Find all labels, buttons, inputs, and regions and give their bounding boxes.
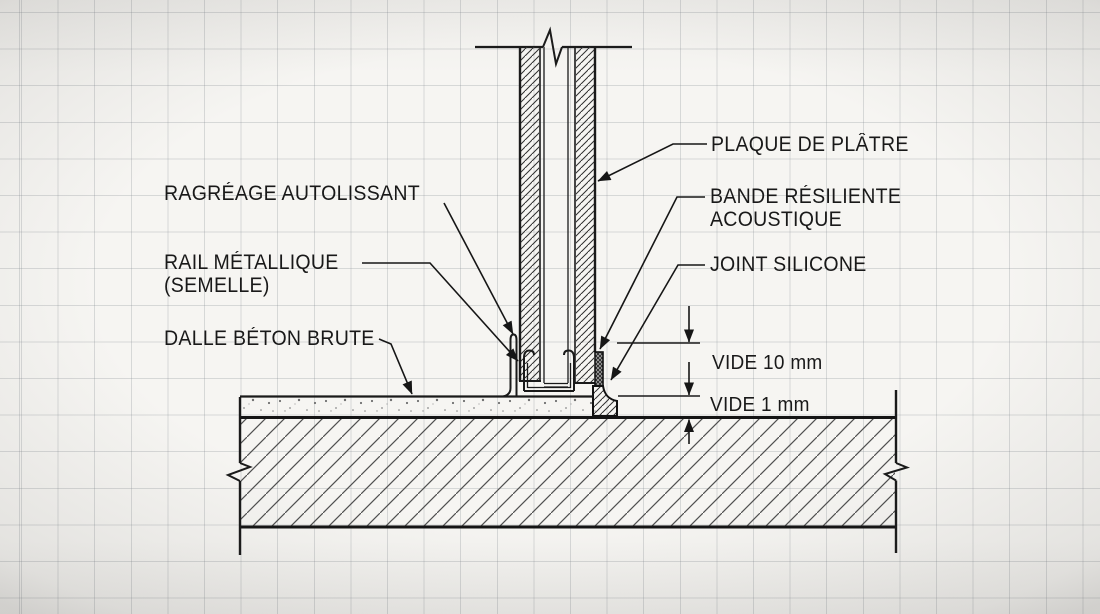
label-bande-resiliente-line2: ACOUSTIQUE	[710, 208, 842, 231]
label-ragreage-autolissant: RAGRÉAGE AUTOLISSANT	[164, 182, 420, 205]
slab-break-right	[882, 462, 911, 482]
label-rail-metallique: RAIL MÉTALLIQUE (SEMELLE)	[164, 251, 339, 297]
plasterboard-right	[574, 47, 597, 384]
screed-edge-lip	[502, 333, 518, 398]
leader-bande-resiliente	[599, 196, 705, 350]
metal-stud	[543, 47, 569, 388]
label-joint-silicone: JOINT SILICONE	[710, 253, 867, 276]
label-plaque-de-platre: PLAQUE DE PLÂTRE	[711, 133, 909, 156]
plasterboard-left	[518, 47, 541, 382]
concrete-slab	[225, 390, 911, 555]
label-rail-metallique-line2: (SEMELLE)	[164, 274, 270, 297]
resilient-strip	[594, 351, 604, 387]
leader-joint-silicone	[610, 264, 705, 381]
leader-dalle-beton	[378, 338, 413, 395]
label-bande-resiliente-line1: BANDE RÉSILIENTE	[710, 185, 902, 208]
label-dalle-beton-brute: DALLE BÉTON BRUTE	[164, 327, 375, 350]
label-rail-metallique-line1: RAIL MÉTALLIQUE	[164, 251, 339, 274]
wall-top-cut	[475, 26, 632, 68]
wall-break-symbol	[542, 26, 563, 68]
label-bande-resiliente: BANDE RÉSILIENTE ACOUSTIQUE	[710, 185, 901, 231]
dimension-label-vide-10mm: VIDE 10 mm	[712, 352, 823, 374]
slab-break-left	[225, 462, 253, 482]
dimension-vide-10mm	[617, 306, 700, 397]
leader-plaque-de-platre	[597, 143, 707, 182]
metal-rail	[523, 349, 575, 392]
leader-rail-metallique	[362, 262, 519, 362]
screed-layer	[240, 395, 599, 416]
leader-ragreage	[443, 202, 514, 335]
dimension-label-vide-1mm: VIDE 1 mm	[710, 394, 810, 416]
